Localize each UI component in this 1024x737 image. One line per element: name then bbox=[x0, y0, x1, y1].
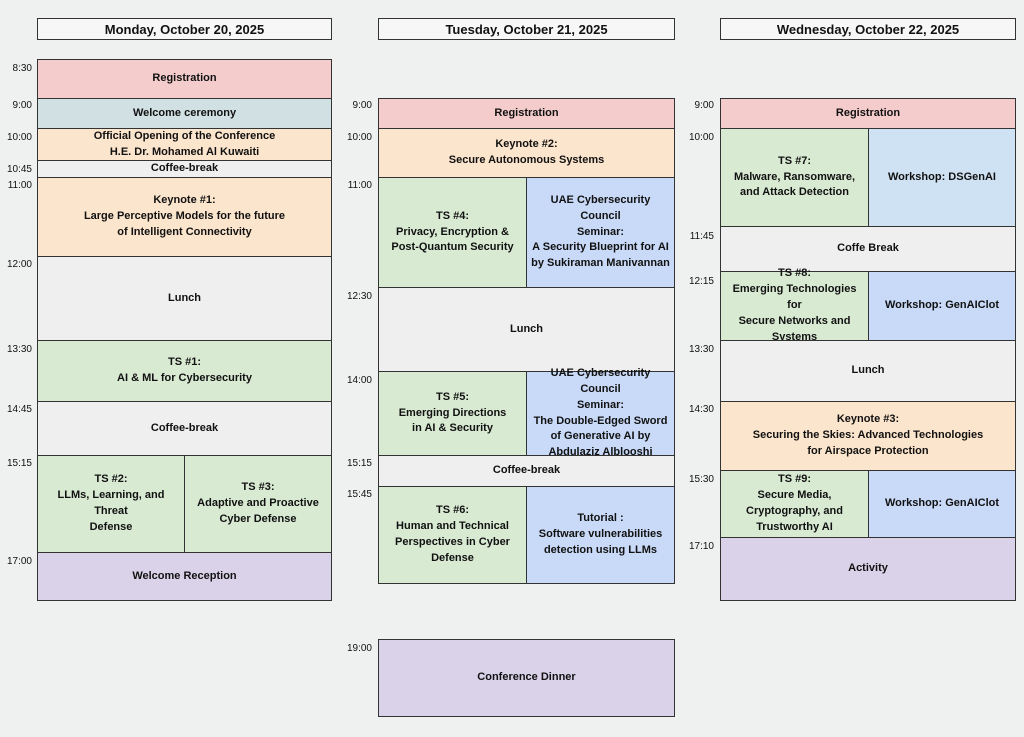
time-label: 11:45 bbox=[689, 231, 714, 242]
session-coffee-break: Coffee-break bbox=[37, 160, 332, 178]
session-workshop-dsgenai: Workshop: DSGenAI bbox=[868, 128, 1016, 227]
time-label: 9:00 bbox=[352, 100, 372, 111]
session-activity: Activity bbox=[720, 537, 1016, 601]
time-label: 15:30 bbox=[688, 474, 714, 485]
time-label: 10:00 bbox=[688, 132, 714, 143]
time-label: 15:45 bbox=[346, 489, 372, 500]
time-label: 11:00 bbox=[7, 180, 32, 191]
session-lunch-tuesday: Lunch bbox=[378, 287, 675, 372]
session-lunch-wednesday: Lunch bbox=[720, 340, 1016, 402]
session-ts-9: TS #9: Secure Media, Cryptography, and T… bbox=[720, 470, 869, 538]
session-official-opening: Official Opening of the Conference H.E. … bbox=[37, 128, 332, 161]
time-label: 9:00 bbox=[12, 100, 32, 111]
session-ts-2: TS #2: LLMs, Learning, and Threat Defens… bbox=[37, 455, 185, 553]
session-welcome-reception: Welcome Reception bbox=[37, 552, 332, 601]
day-header-tuesday: Tuesday, October 21, 2025 bbox=[378, 18, 675, 40]
session-workshop-genaiciot-1: Workshop: GenAIClot bbox=[868, 271, 1016, 341]
session-coffee-break: Coffee-break bbox=[378, 455, 675, 487]
day-header-wednesday: Wednesday, October 22, 2025 bbox=[720, 18, 1016, 40]
session-registration-tuesday: Registration bbox=[378, 98, 675, 129]
session-ts-1: TS #1: AI & ML for Cybersecurity bbox=[37, 340, 332, 402]
time-label: 10:00 bbox=[346, 132, 372, 143]
time-label: 9:00 bbox=[694, 100, 714, 111]
time-label: 17:00 bbox=[6, 556, 32, 567]
session-ts-5: TS #5: Emerging Directions in AI & Secur… bbox=[378, 371, 527, 456]
session-seminar-1: UAE Cybersecurity Council Seminar: A Sec… bbox=[526, 177, 675, 288]
time-label: 11:00 bbox=[347, 180, 372, 191]
session-registration-monday: Registration bbox=[37, 59, 332, 99]
time-label: 14:45 bbox=[6, 404, 32, 415]
session-lunch-monday: Lunch bbox=[37, 256, 332, 341]
time-label: 17:10 bbox=[688, 541, 714, 552]
time-label: 12:00 bbox=[6, 259, 32, 270]
day-header-monday: Monday, October 20, 2025 bbox=[37, 18, 332, 40]
time-label: 14:00 bbox=[346, 375, 372, 386]
session-workshop-genaiciot-2: Workshop: GenAIClot bbox=[868, 470, 1016, 538]
session-ts-3: TS #3: Adaptive and Proactive Cyber Defe… bbox=[184, 455, 332, 553]
time-label: 19:00 bbox=[346, 643, 372, 654]
session-keynote-2: Keynote #2: Secure Autonomous Systems bbox=[378, 128, 675, 178]
time-label: 8:30 bbox=[12, 63, 32, 74]
session-ts-6: TS #6: Human and Technical Perspectives … bbox=[378, 486, 527, 584]
session-ts-4: TS #4: Privacy, Encryption & Post-Quantu… bbox=[378, 177, 527, 288]
time-label: 10:45 bbox=[6, 164, 32, 175]
time-label: 12:15 bbox=[688, 276, 714, 287]
session-keynote-3: Keynote #3: Securing the Skies: Advanced… bbox=[720, 401, 1016, 471]
session-ts-7: TS #7: Malware, Ransomware, and Attack D… bbox=[720, 128, 869, 227]
session-tutorial: Tutorial : Software vulnerabilities dete… bbox=[526, 486, 675, 584]
session-keynote-1: Keynote #1: Large Perceptive Models for … bbox=[37, 177, 332, 257]
session-welcome-ceremony: Welcome ceremony bbox=[37, 98, 332, 129]
time-label: 12:30 bbox=[346, 291, 372, 302]
session-conference-dinner: Conference Dinner bbox=[378, 639, 675, 717]
session-registration-wednesday: Registration bbox=[720, 98, 1016, 129]
session-seminar-2: UAE Cybersecurity Council Seminar: The D… bbox=[526, 367, 675, 458]
time-label: 13:30 bbox=[6, 344, 32, 355]
session-coffee-break: Coffe Break bbox=[720, 226, 1016, 272]
time-label: 15:15 bbox=[6, 458, 32, 469]
time-label: 14:30 bbox=[688, 404, 714, 415]
session-coffee-break: Coffee-break bbox=[37, 401, 332, 456]
session-ts-8: TS #8: Emerging Technologies for Secure … bbox=[720, 267, 869, 343]
time-label: 13:30 bbox=[688, 344, 714, 355]
time-label: 10:00 bbox=[6, 132, 32, 143]
time-label: 15:15 bbox=[346, 458, 372, 469]
